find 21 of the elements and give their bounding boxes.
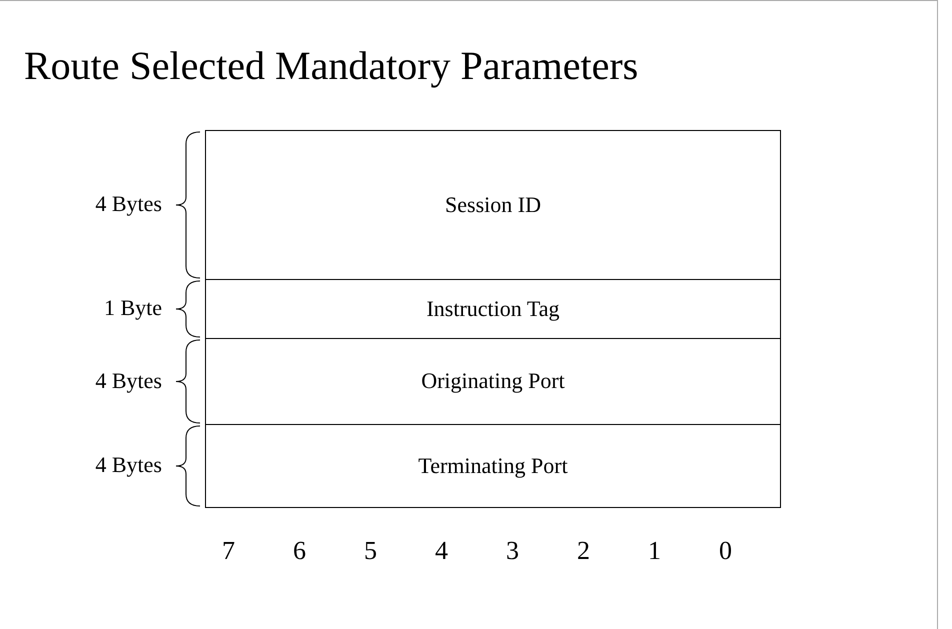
bit-number: 3	[506, 536, 519, 566]
bit-number: 7	[222, 536, 235, 566]
bit-number: 2	[577, 536, 590, 566]
field-name: Terminating Port	[418, 452, 568, 478]
field-row	[205, 338, 781, 425]
field-name: Originating Port	[421, 368, 565, 394]
field-row	[205, 130, 781, 280]
title: Route Selected Mandatory Parameters	[24, 42, 638, 89]
byte-size-label: 4 Bytes	[95, 452, 162, 478]
field-name: Session ID	[445, 192, 541, 218]
byte-size-label: 1 Byte	[104, 295, 162, 321]
byte-size-label: 4 Bytes	[95, 368, 162, 394]
bit-number: 4	[435, 536, 448, 566]
field-row	[205, 424, 781, 508]
bit-number: 0	[719, 536, 732, 566]
field-name: Instruction Tag	[426, 296, 560, 322]
bit-number: 6	[293, 536, 306, 566]
field-row	[205, 279, 781, 339]
bit-number: 1	[648, 536, 661, 566]
bit-number: 5	[364, 536, 377, 566]
byte-size-label: 4 Bytes	[95, 191, 162, 217]
